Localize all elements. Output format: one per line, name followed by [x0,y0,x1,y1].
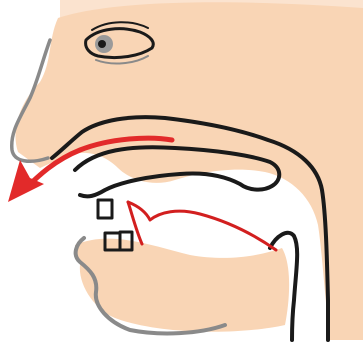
tongue-line [128,202,276,250]
eye-pupil [98,40,106,48]
upper-tooth [98,200,112,218]
